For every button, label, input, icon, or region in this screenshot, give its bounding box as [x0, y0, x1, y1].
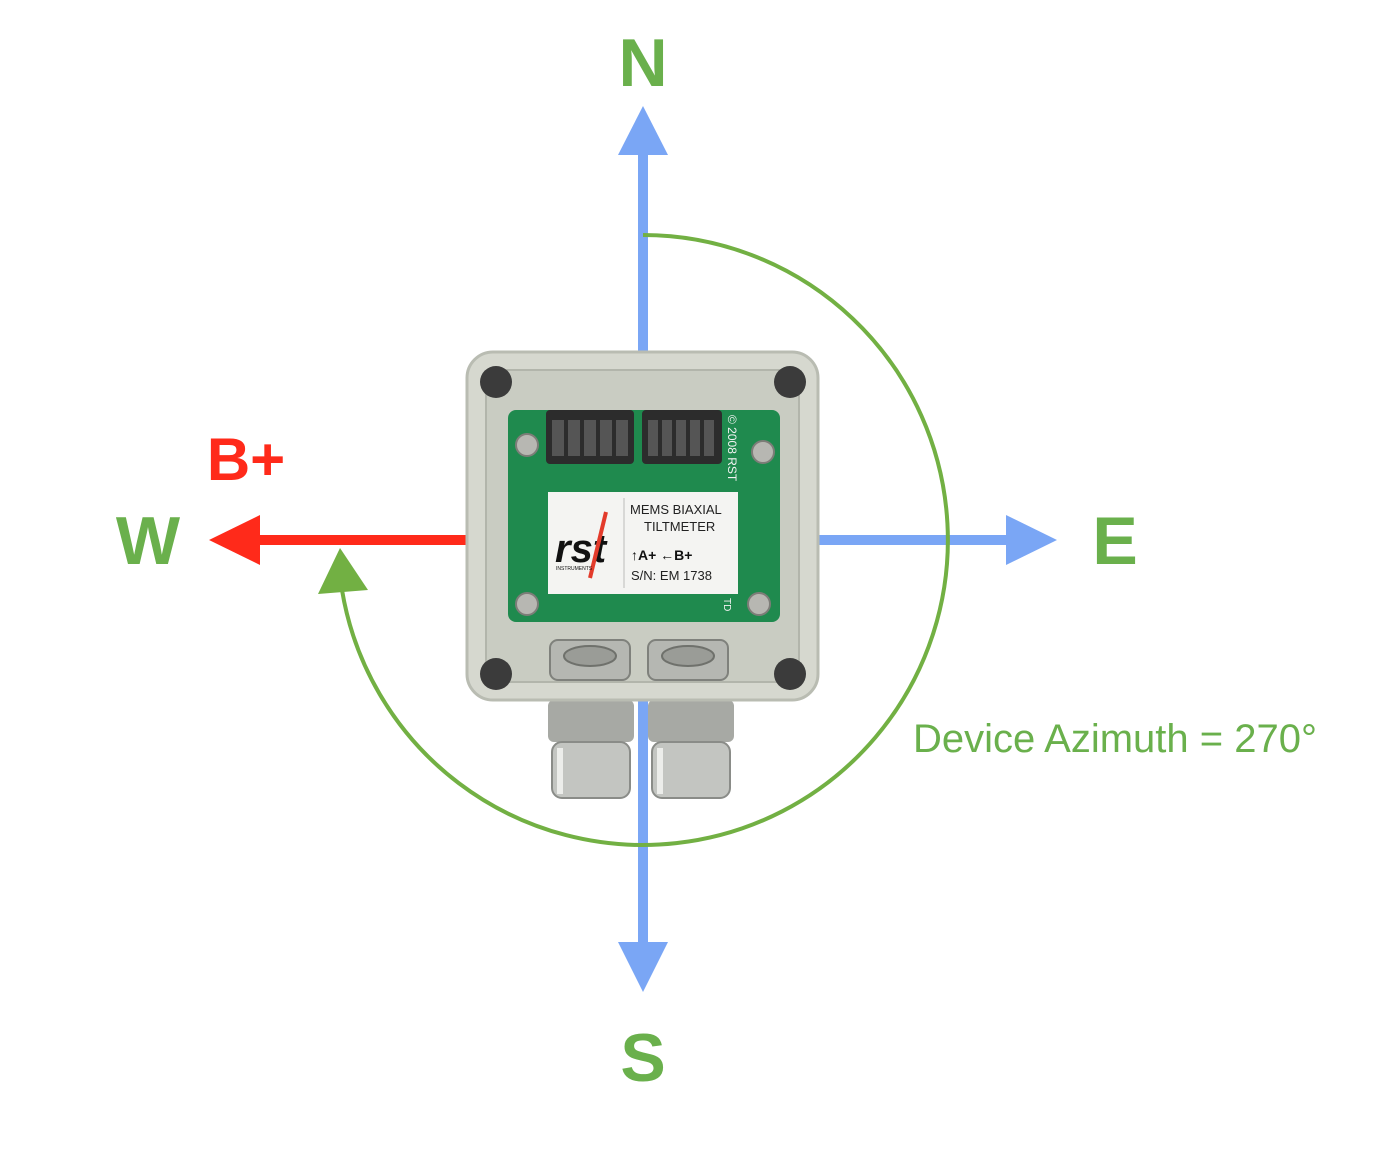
cable-gland-left — [548, 700, 634, 799]
enclosure-hole — [480, 366, 512, 398]
south-arrow-head — [618, 942, 668, 992]
azimuth-arc-path — [340, 233, 950, 847]
terminal-slots — [552, 420, 714, 456]
board-screw — [747, 592, 771, 616]
gland-nut-left — [549, 639, 631, 681]
east-arrow-head — [1006, 515, 1057, 565]
device-serial: S/N: EM 1738 — [631, 568, 712, 583]
b-axis-head — [209, 515, 260, 565]
board-corner-label: TD — [721, 598, 732, 611]
compass-west-label: W — [116, 503, 181, 579]
device-title-line2: TILTMETER — [644, 519, 715, 534]
device-azimuth-label: Device Azimuth = 270° — [913, 717, 1317, 761]
copyright-label: © 2008 RST — [725, 415, 739, 482]
rst-logo-subtitle: INSTRUMENTS — [556, 566, 593, 572]
enclosure-hole — [480, 658, 512, 690]
b-plus-label: B+ — [207, 426, 285, 493]
board-screw — [751, 440, 775, 464]
b-plus-axis-arrow — [209, 515, 472, 565]
enclosure-hole — [774, 366, 806, 398]
board-screw — [515, 433, 539, 457]
compass-arrows — [618, 106, 1057, 992]
compass-east-label: E — [1092, 503, 1137, 579]
compass-north-label: N — [618, 25, 667, 101]
device-axes-line: ↑A+ ←B+ — [631, 547, 692, 563]
rst-logo-slash — [588, 511, 608, 579]
enclosure-hole — [774, 658, 806, 690]
azimuth-arc-arrowhead — [318, 548, 368, 594]
compass-south-label: S — [620, 1020, 665, 1096]
gland-nut-right — [647, 639, 729, 681]
board-screw — [515, 592, 539, 616]
device-title-line1: MEMS BIAXIAL — [630, 502, 722, 517]
cable-gland-right — [648, 700, 734, 799]
device-label-sticker — [548, 492, 738, 594]
tiltmeter-device: © 2008 RST rst INSTRUMENTS MEMS BIAXIAL … — [465, 350, 820, 799]
azimuth-arc — [318, 233, 950, 847]
north-arrow-head — [618, 106, 668, 155]
